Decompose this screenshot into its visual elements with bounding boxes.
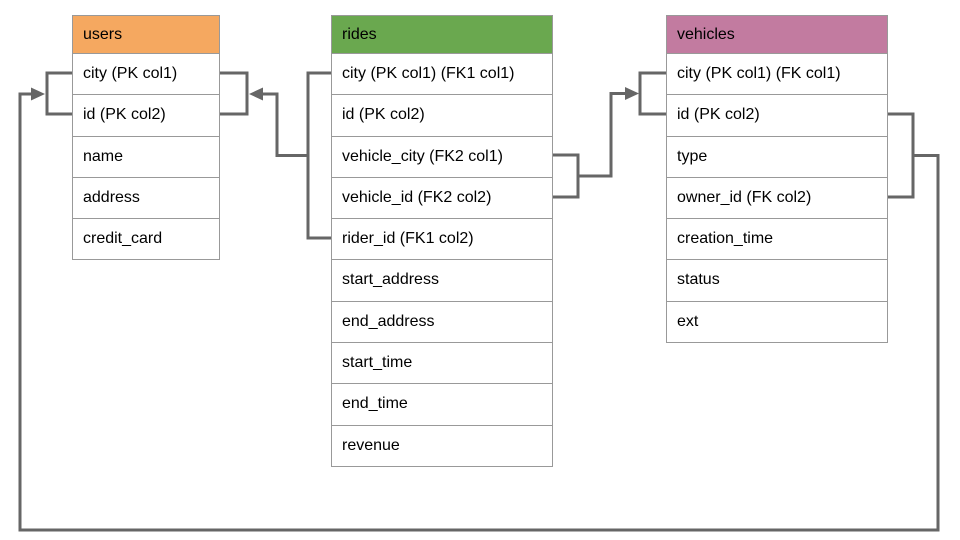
table-row: start_time [332,342,552,384]
table-row: status [667,259,887,301]
table-row: type [667,135,887,177]
table-row: vehicle_city (FK2 col1) [332,135,552,177]
connector-fk1-line [263,71,331,240]
table-row: city (PK col1) (FK col1) [667,53,887,95]
table-row: city (PK col1) (FK1 col1) [332,53,552,95]
connector-fk-line [18,92,940,532]
table-row: ext [667,300,887,343]
table-row: city (PK col1) [73,53,219,95]
connector-fk-vehicles-users [18,71,940,532]
table-row: vehicle_id (FK2 col2) [332,176,552,219]
table-row: address [73,176,219,219]
table-row: end_address [332,300,552,343]
table-row: owner_id (FK col2) [667,176,887,219]
table-row: creation_time [667,218,887,260]
table-row: name [73,135,219,177]
table-row: start_address [332,259,552,301]
table-header-vehicles: vehicles [667,16,887,53]
connector-fk-users-bracket [45,71,72,116]
connector-fk1-users-bracket [220,71,249,116]
table-header-rides: rides [332,16,552,53]
connector-fk1-rides-users [220,71,331,240]
connector-fk2-vehicles-bracket [638,71,666,116]
table-row: id (PK col2) [73,94,219,136]
connector-fk2-rides-vehicles [553,71,666,199]
table-header-users: users [73,16,219,53]
table-row: credit_card [73,218,219,260]
table-row: revenue [332,424,552,466]
arrowhead-icon [31,87,45,101]
table-row: end_time [332,383,552,425]
arrowhead-icon [249,87,263,101]
table-row: id (PK col2) [667,94,887,136]
arrowhead-icon [625,87,639,100]
table-row: id (PK col2) [332,94,552,136]
connector-fk2-line [553,92,625,199]
table-row: rider_id (FK1 col2) [332,218,552,260]
table-rides: rides city (PK col1) (FK1 col1) id (PK c… [331,15,553,467]
table-vehicles: vehicles city (PK col1) (FK col1) id (PK… [666,15,888,344]
table-users: users city (PK col1) id (PK col2) name a… [72,15,220,261]
